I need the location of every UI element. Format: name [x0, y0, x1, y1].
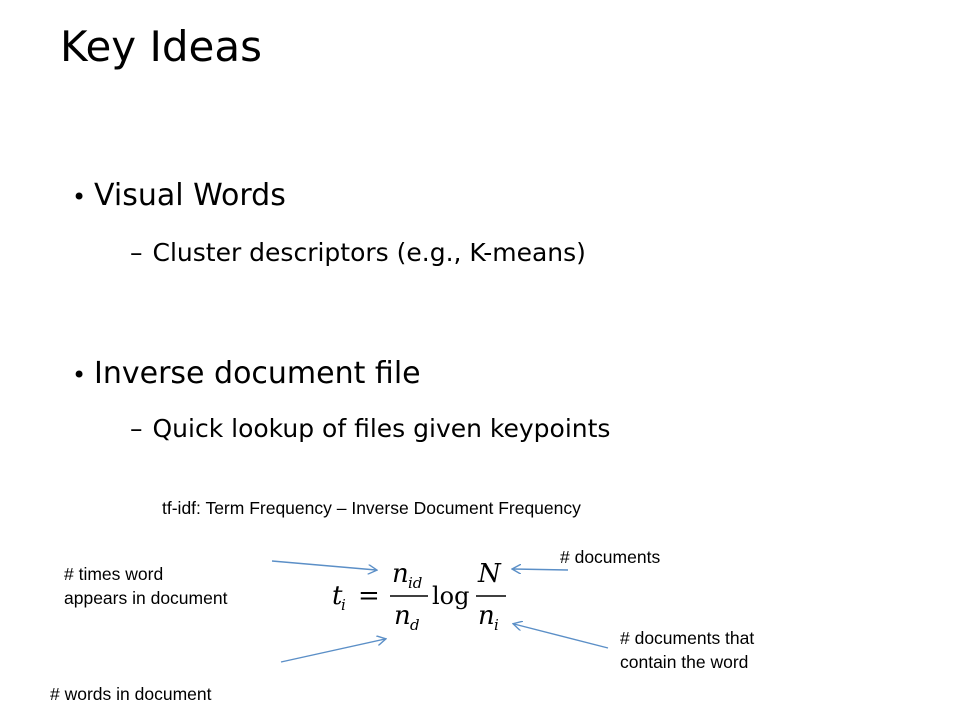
formula-log: log: [432, 582, 470, 610]
annotation-times-word: # times word appears in document: [64, 562, 227, 610]
tfidf-formula: t i = n id n d log N n i: [332, 559, 506, 634]
arrow-times-word: [271, 560, 376, 570]
sub-bullet-text: Cluster descriptors (e.g., K-means): [152, 238, 586, 267]
formula-den1-sub: d: [410, 616, 420, 634]
annotation-line: # times word: [64, 564, 164, 584]
annotation-line: contain the word: [620, 652, 749, 672]
sub-bullet-text: Quick lookup of files given keypoints: [152, 414, 611, 443]
annotation-words-in-document: # words in document: [50, 684, 212, 704]
bullet-text: Inverse document file: [94, 356, 421, 391]
annotation-line: appears in document: [64, 588, 228, 608]
tfidf-caption: tf-idf: Term Frequency – Inverse Documen…: [162, 498, 581, 518]
formula-num1-sub: id: [408, 574, 422, 592]
annotation-line: # documents that: [620, 628, 755, 648]
arrow-num-documents: [513, 569, 569, 570]
dash-icon: –: [130, 414, 143, 443]
annotation-num-documents: # documents: [560, 547, 661, 567]
bullet-icon: •: [72, 183, 87, 211]
formula-num1: n: [392, 559, 409, 589]
formula-lhs-sub: i: [341, 596, 346, 614]
formula-den2-sub: i: [494, 616, 499, 634]
formula-lhs: t: [332, 581, 343, 611]
bullet-text: Visual Words: [94, 178, 286, 213]
annotation-docs-contain: # documents that contain the word: [620, 626, 754, 674]
arrow-words-in-document: [280, 639, 385, 663]
formula-num2: N: [477, 559, 502, 589]
formula-equals: =: [358, 581, 380, 611]
arrow-docs-contain: [514, 624, 609, 649]
sub-bullet-cluster: –Cluster descriptors (e.g., K-means): [130, 238, 586, 268]
slide-title: Key Ideas: [60, 22, 263, 71]
formula-den1: n: [394, 601, 411, 631]
sub-bullet-lookup: –Quick lookup of files given keypoints: [130, 414, 610, 444]
dash-icon: –: [130, 238, 143, 267]
formula-den2: n: [478, 601, 495, 631]
bullet-icon: •: [72, 361, 87, 389]
